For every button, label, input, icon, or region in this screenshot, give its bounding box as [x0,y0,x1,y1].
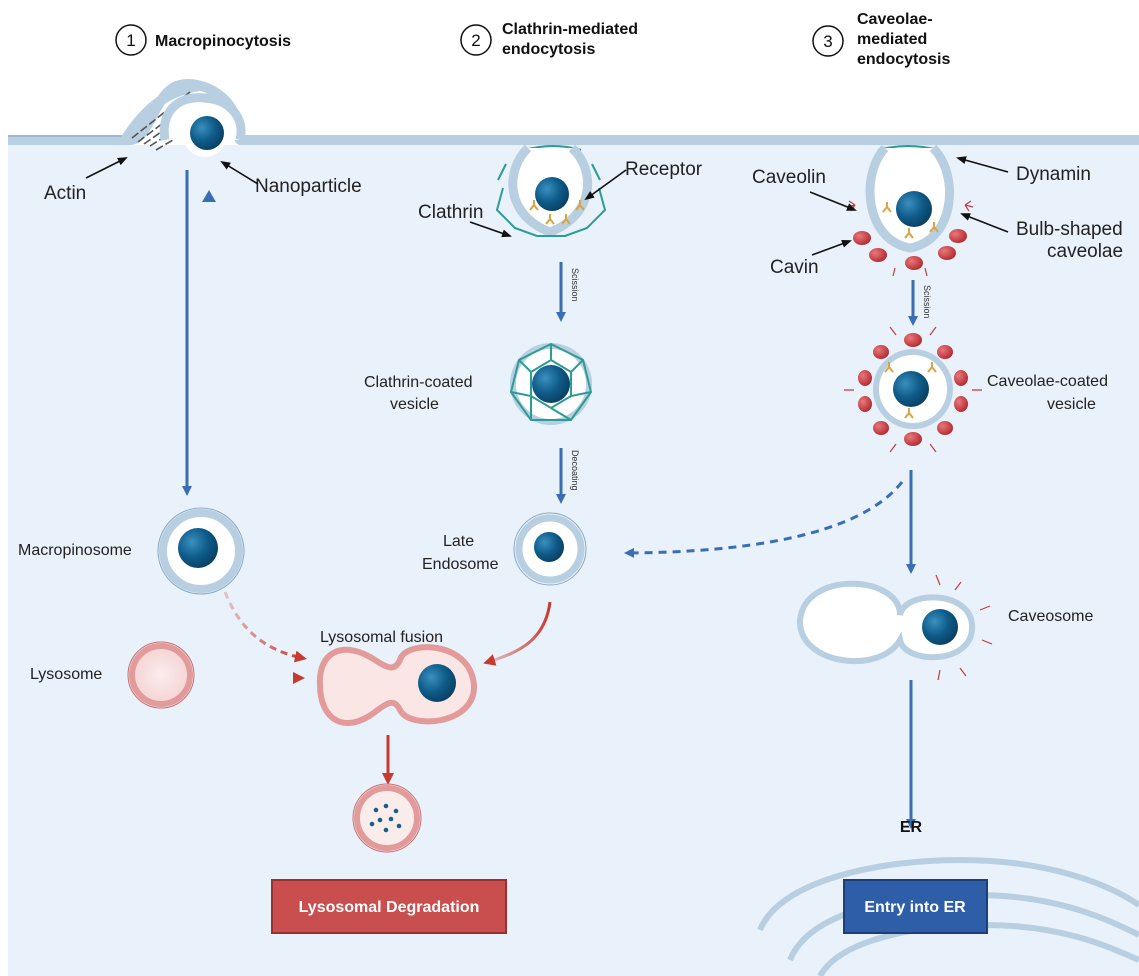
svg-text:vesicle: vesicle [1047,396,1096,413]
label-nanoparticle: Nanoparticle [255,176,362,197]
svg-text:endocytosis: endocytosis [857,51,950,68]
receptors [529,200,585,225]
nanoparticle [896,191,932,227]
degraded-lysosome [352,783,422,853]
pathway-header-3: 3 Caveolae- mediated endocytosis [812,11,950,68]
label-dynamin: Dynamin [1016,164,1091,185]
svg-text:1: 1 [126,31,135,50]
arrow-to-late-endosome [624,481,904,558]
svg-text:Clathrin-mediated: Clathrin-mediated [502,21,638,38]
pathway-header-1: 1 Macropinocytosis [115,24,291,56]
label-scission-clathrin: Scission [570,268,580,302]
late-endosome [513,512,587,586]
label-clathrin: Clathrin [418,202,483,223]
macropinosome [157,507,245,595]
label-receptor: Receptor [625,159,703,180]
clathrin-coated-vesicle [509,342,593,425]
svg-text:mediated: mediated [857,31,927,48]
lysosome [127,641,195,709]
label-er: ER [900,819,923,836]
nanoparticle [190,116,224,150]
arrow-macropinosome-to-fusion [223,591,307,663]
svg-text:Caveolae-: Caveolae- [857,11,933,28]
lysosomal-degradation-box: Lysosomal Degradation [271,879,507,934]
svg-text:vesicle: vesicle [390,396,439,413]
label-caveolae-coated-vesicle: Caveolae-coated [987,373,1108,390]
svg-text:endocytosis: endocytosis [502,41,595,58]
label-lysosomal-fusion: Lysosomal fusion [320,629,443,646]
svg-text:Entry into ER: Entry into ER [864,899,966,916]
svg-text:Lysosomal Degradation: Lysosomal Degradation [299,899,480,916]
svg-text:Macropinocytosis: Macropinocytosis [155,33,291,50]
svg-text:3: 3 [823,32,832,51]
label-caveolin: Caveolin [752,167,826,188]
caveosome [796,574,993,681]
nanoparticle [535,177,569,211]
caveolae-coated-vesicle [844,326,982,453]
label-macropinosome: Macropinosome [18,542,132,559]
label-clathrin-coated-vesicle: Clathrin-coated [364,374,473,391]
entry-into-er-box: Entry into ER [843,879,988,934]
label-caveosome: Caveosome [1008,608,1093,625]
svg-text:caveolae: caveolae [1047,241,1123,262]
label-scission-caveolae: Scission [922,285,932,319]
svg-text:2: 2 [471,31,480,50]
label-cavin: Cavin [770,257,819,278]
label-bulb-shaped-caveolae: Bulb-shaped [1016,219,1123,240]
label-actin: Actin [44,183,86,204]
pathway-header-2: 2 Clathrin-mediated endocytosis [460,21,638,58]
label-decoating: Decoating [570,450,580,491]
fusion-compartment [316,644,478,726]
label-lysosome: Lysosome [30,666,102,683]
arrow-endosome-to-fusion [483,601,552,666]
label-late-endosome: Late [443,533,474,550]
svg-text:Endosome: Endosome [422,556,499,573]
receptors [882,202,939,239]
